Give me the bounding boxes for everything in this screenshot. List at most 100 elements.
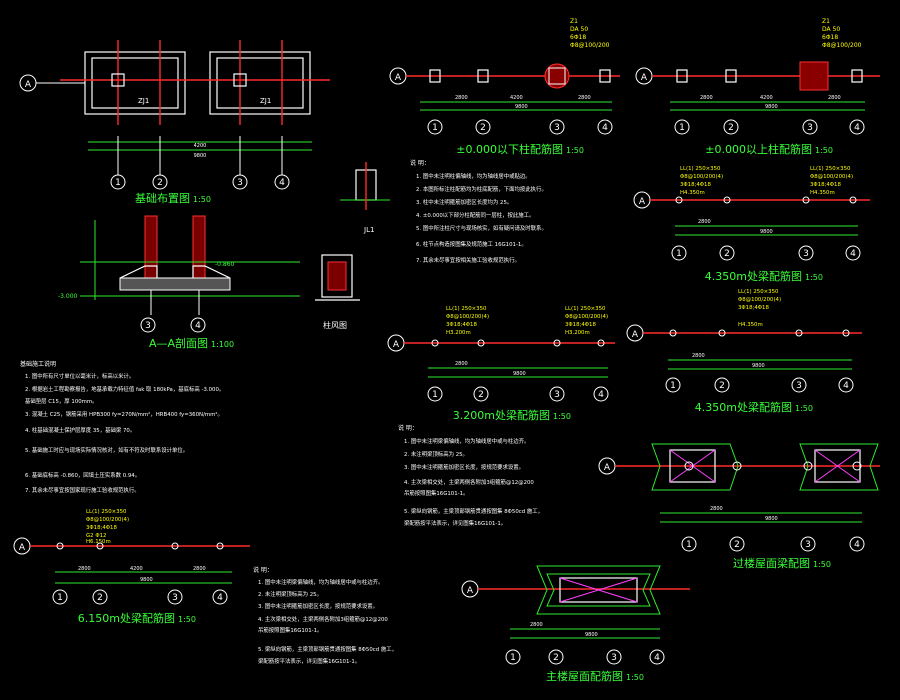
corridor-row-a: A	[604, 463, 611, 473]
row-label-a: A	[25, 80, 32, 90]
beam4350a-axis-3: 3	[803, 249, 809, 259]
beam-notes-b-7: 梁配筋按平法表示，详见图集16G101-1。	[258, 657, 360, 665]
beam4350a-bars-r: 3Φ18;4Φ18	[810, 182, 841, 188]
col-notes-4: 4. ±0.000以下部分柱配筋同一层柱，按此施工。	[416, 211, 534, 219]
col-notes-1: 1. 图中未注明柱偏轴线，均为轴线居中或贴边。	[416, 172, 531, 180]
beam3200-axis-2: 2	[478, 390, 484, 400]
beam4350a-dim-total: 9800	[760, 229, 773, 235]
beam4350a-elev-l: H4.350m	[680, 190, 705, 196]
section-aa: -0.860 -3.000 3 4 A—A剖面图 1:100	[58, 215, 300, 350]
beam3200-elev-r: H3.200m	[565, 330, 590, 336]
beam3200-dim-1: 2800	[455, 361, 468, 367]
col-notes-6: 6. 柱节点构造按图集及规范施工 16G101-1。	[416, 240, 527, 248]
beam-notes-b-2: 2. 未注明梁顶标高为 25。	[258, 590, 322, 598]
colabove-title: ±0.000以上柱配筋图	[705, 142, 812, 156]
colbelow-title: ±0.000以下柱配筋图	[456, 142, 563, 156]
corridor-scale: 1:50	[813, 560, 831, 569]
foundation-notes: 基础施工说明 1. 图中所有尺寸单位以毫米计，标高以米计。 2. 根据岩土工程勘…	[20, 360, 224, 494]
beam-notes-a-2: 2. 未注明梁顶标高为 25。	[404, 450, 468, 458]
foundation-dim-mid: 4200	[194, 143, 207, 149]
beam6150-elev: H6.150m	[86, 539, 111, 545]
foundation-note-7: 6. 基础底标高 -0.860，回填土压实系数 0.94。	[25, 471, 140, 479]
beam4350a-axis-4: 4	[850, 249, 856, 259]
colabove-axis-4: 4	[854, 123, 860, 133]
foundation-note-5: 4. 柱基础混凝土保护层厚度 35，基础梁 70。	[25, 426, 135, 434]
beam-notes-b-5: 吊筋按照图集16G101-1。	[258, 626, 322, 634]
foundation-note-3: 基础垫层 C15，厚 100mm。	[25, 397, 98, 405]
colabove-axis-3: 3	[807, 123, 813, 133]
col-notes-2: 2. 本图所标注柱配筋均为柱底配筋，下面均按此执行。	[416, 185, 547, 193]
beam-notes-a-6: 5. 梁纵向钢筋，主梁顶部钢筋贯通按图集 8Φ50cd 施工，	[404, 507, 543, 515]
foundation-note-6: 5. 基础施工时应与现场实际情况核对，如有不符及时联系设计单位。	[25, 446, 188, 454]
mainroof-axis-4: 4	[654, 653, 660, 663]
foundation-plan-title: 基础布置图	[135, 192, 190, 205]
foundation-notes-heading: 基础施工说明	[20, 360, 56, 368]
colabove-row-a: A	[641, 73, 648, 83]
beam-notes-b-6: 5. 梁纵向钢筋，主梁顶部钢筋贯通按图集 8Φ50cd 施工，	[258, 645, 397, 653]
colbelow-row-a: A	[395, 73, 402, 83]
corridor-dim-total: 9800	[765, 516, 778, 522]
colabove-axis-2: 2	[728, 123, 734, 133]
col-notes-3: 3. 柱中未注明箍筋加密区长度均为 25。	[416, 198, 512, 206]
foundation-axis-2: 2	[157, 178, 163, 188]
corridor-axis-3: 3	[805, 540, 811, 550]
beam3200-axis-3: 3	[554, 390, 560, 400]
col-below: A Z1 DA 50 6Φ18 Φ8@100/200 2800 4200 280…	[389, 18, 620, 156]
beam3200-scale: 1:50	[553, 412, 571, 421]
beam3200-bars-l: 3Φ18;4Φ18	[446, 322, 477, 328]
section-elev-note: -0.860	[215, 261, 235, 268]
beam-notes-a-4: 4. 主次梁相交处，主梁两侧各附加3组箍筋@12@200	[404, 478, 534, 486]
beam4350b-axis-4: 4	[843, 381, 849, 391]
col-above: A Z1 DA 50 6Φ18 Φ8@100/200 2800 4200 280…	[635, 18, 880, 156]
beam6150-dim-total: 9800	[140, 577, 153, 583]
beam3200-beam-l: LL(1) 250×350	[446, 306, 487, 312]
beam4350a-scale: 1:50	[805, 273, 823, 282]
beam-4350-b: A LL(1) 250×350 Φ8@100/200(4) 3Φ18;4Φ18 …	[626, 289, 862, 414]
beam4350b-dim-total: 9800	[752, 363, 765, 369]
beam4350a-stirrup-r: Φ8@100/200(4)	[810, 174, 853, 180]
mainroof-title: 主楼屋面配筋图	[546, 669, 623, 683]
corridor-roof: A 2800 9800 1 2 3 4 过楼屋面梁配图 1:50	[598, 443, 880, 570]
beam-notes-a-3: 3. 图中未注明箍筋加密区长度，按规范要求设置。	[404, 463, 524, 471]
foundation-note-1: 1. 图中所有尺寸单位以毫米计，标高以米计。	[25, 372, 134, 380]
beam3200-stirrup-r: Φ8@100/200(4)	[565, 314, 608, 320]
beam4350a-bars-l: 3Φ18;4Φ18	[680, 182, 711, 188]
col-notes-5: 5. 图中所注柱尺寸与现场核实，如有疑问请及时联系。	[416, 224, 547, 232]
beam6150-dim-3: 2800	[193, 566, 206, 572]
beam4350a-beam-l: LL(1) 250×350	[680, 166, 721, 172]
colabove-scale: 1:50	[815, 146, 833, 155]
column-label: 柱风图	[323, 320, 347, 330]
colbelow-z1: Z1	[570, 18, 578, 25]
beam6150-bars: 3Φ18;4Φ18	[86, 525, 117, 531]
colbelow-size: DA 50	[570, 26, 588, 33]
corridor-axis-1: 1	[686, 540, 692, 550]
beam3200-axis-4: 4	[598, 390, 604, 400]
beam4350b-axis-2: 2	[719, 381, 725, 391]
colabove-stirrup: Φ8@100/200	[822, 42, 862, 49]
corridor-axis-4: 4	[854, 540, 860, 550]
section-elev-base: -3.000	[58, 293, 78, 300]
colbelow-dim-1: 2800	[455, 95, 468, 101]
colabove-axis-1: 1	[679, 123, 685, 133]
beam4350b-title: 4.350m处梁配筋图	[695, 400, 792, 414]
mainroof-axis-2: 2	[553, 653, 559, 663]
foundation-axis-4: 4	[279, 178, 285, 188]
colbelow-axis-1: 1	[432, 123, 438, 133]
beam6150-dim-2: 4200	[130, 566, 143, 572]
beam4350a-row-a: A	[639, 197, 646, 207]
beam6150-stirrup: Φ8@100/200(4)	[86, 517, 129, 523]
colbelow-axis-3: 3	[554, 123, 560, 133]
mainroof-dim-1: 2800	[530, 622, 543, 628]
beam-notes-b-1: 1. 图中未注明梁偏轴线，均为轴线居中或与柱边齐。	[258, 578, 383, 586]
corridor-title: 过楼屋面梁配图	[733, 556, 810, 570]
section-axis-4: 4	[195, 321, 201, 331]
col-notes-7: 7. 其余未尽事宜按相关施工验收规范执行。	[416, 256, 520, 264]
mainroof-row-a: A	[467, 586, 474, 596]
colbelow-axis-2: 2	[480, 123, 486, 133]
beam6150-axis-3: 3	[172, 593, 178, 603]
section-aa-scale: 1:100	[211, 340, 234, 349]
beam4350a-title: 4.350m处梁配筋图	[705, 269, 802, 283]
foundation-plan-scale: 1:50	[193, 195, 211, 204]
beam6150-row-a: A	[19, 543, 26, 553]
beam-notes-a-5: 吊筋按照图集16G101-1。	[404, 489, 468, 497]
